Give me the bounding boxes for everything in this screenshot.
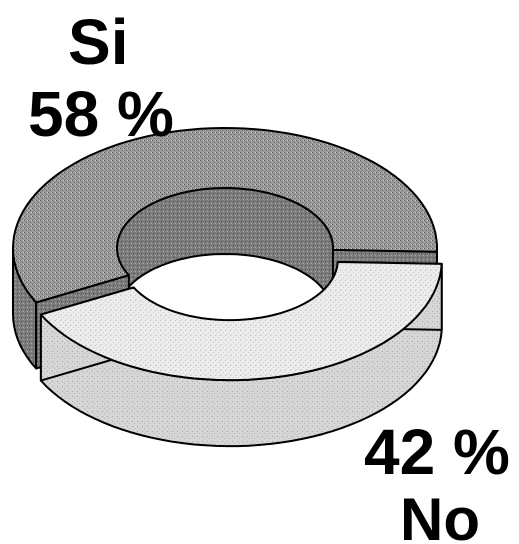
slice-no [39, 261, 443, 448]
slice-label-si: Si [68, 6, 129, 78]
slice-si-inner-wall [116, 187, 334, 315]
slice-value-si: 58 % [28, 78, 174, 150]
slice-label-no: No [400, 486, 480, 544]
slice-value-no: 42 % [364, 416, 510, 488]
slice-no-top [39, 261, 443, 382]
slice-si-top [12, 127, 438, 304]
